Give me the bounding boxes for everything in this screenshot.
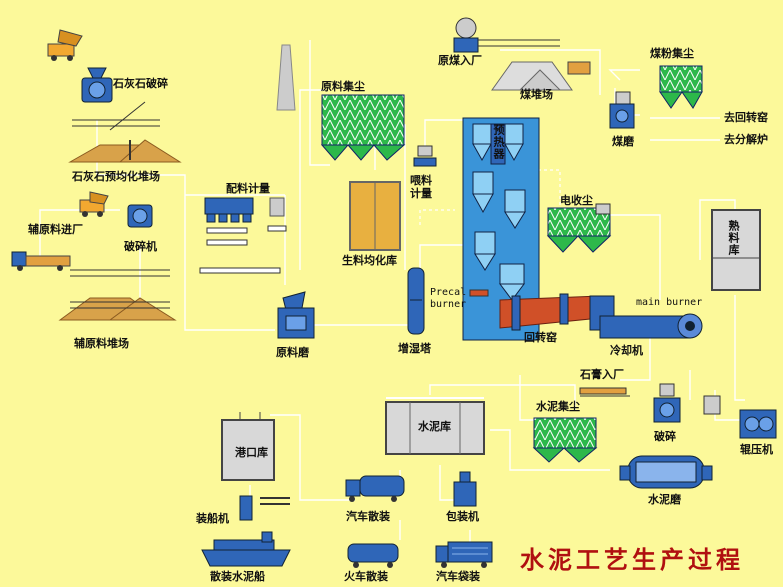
label-raw-homo: 生料均化库	[342, 254, 397, 267]
esp-icon	[546, 203, 612, 253]
packer-icon	[453, 471, 477, 507]
raw-mill-icon	[277, 291, 315, 339]
label-cement-mill: 水泥磨	[648, 493, 681, 506]
clinker-silo-icon	[711, 209, 761, 291]
label-main-burner: main burner	[636, 297, 703, 308]
label-cooler: 冷却机	[610, 344, 643, 357]
label-cement-dust: 水泥集尘	[536, 400, 580, 413]
cement-dust-collector-icon	[532, 417, 598, 463]
feed-bin-icon	[703, 395, 721, 415]
label-to-kiln: 去回转窑	[724, 111, 768, 124]
bag-truck-icon	[435, 541, 493, 568]
label-coal-mill: 煤磨	[612, 135, 634, 148]
bulk-ship-icon	[201, 531, 291, 567]
feed-meter-icon	[413, 145, 437, 167]
cooler-icon	[589, 295, 703, 339]
aux-pile-icon	[58, 297, 177, 321]
label-bulk-train: 火车散装	[344, 570, 388, 583]
aux-conveyor	[70, 269, 170, 277]
coal-train-icon	[453, 17, 560, 53]
label-kiln: 回转窑	[524, 331, 557, 344]
label-feed-meter-2: 计量	[410, 187, 432, 200]
diagram-title: 水泥工艺生产过程	[520, 545, 744, 574]
coal-yard-icon	[491, 61, 591, 91]
label-ship-loader: 装船机	[196, 512, 229, 525]
label-bag-truck: 汽车袋装	[436, 570, 480, 583]
label-aux-yard: 辅原料堆场	[74, 337, 129, 350]
label-cement-silo: 水泥库	[418, 420, 451, 433]
label-raw-mill: 原料磨	[276, 346, 309, 359]
label-crusher: 破碎机	[124, 240, 157, 253]
cement-mill-icon	[619, 455, 713, 489]
coal-dust-collector-icon	[659, 65, 703, 109]
label-aux-in: 辅原料进厂	[28, 223, 83, 236]
aux-crusher-icon	[127, 204, 153, 228]
label-bulk-ship: 散装水泥船	[210, 570, 265, 583]
raw-dust-collector-icon	[320, 94, 406, 161]
label-to-calciner: 去分解炉	[724, 133, 768, 146]
label-port-silo: 港口库	[235, 446, 268, 459]
label-preheater: 预热器	[492, 124, 505, 160]
aux-truck-icon	[79, 191, 109, 217]
coal-mill-icon	[609, 91, 635, 129]
limestone-crusher-icon	[81, 67, 113, 103]
gypsum-conveyor-icon	[579, 387, 630, 397]
label-coal-dust: 煤粉集尘	[650, 47, 694, 60]
label-bulk-truck: 汽车散装	[346, 510, 390, 523]
label-precal-2: burner	[430, 299, 467, 310]
label-esp: 电收尘	[560, 194, 593, 207]
label-limestone-crush: 石灰石破碎	[113, 77, 168, 90]
label-limestone-yard: 石灰石预均化堆场	[72, 170, 160, 183]
dump-truck-icon	[47, 29, 83, 61]
port-silo-icon	[221, 412, 275, 481]
label-raw-dust: 原料集尘	[321, 80, 365, 93]
limestone-pile-icon	[68, 139, 182, 163]
limestone-conveyor	[72, 101, 160, 131]
cement-silo-icon	[385, 397, 485, 455]
label-feed-meter-1: 喂料	[410, 174, 432, 187]
label-coal-in: 原煤入厂	[438, 54, 482, 67]
precal-burner-icon	[469, 289, 489, 297]
label-batch-meter: 配料计量	[226, 182, 270, 195]
ship-loader-icon	[239, 495, 290, 521]
label-crush2: 破碎	[654, 430, 676, 443]
label-coal-yard: 煤堆场	[520, 88, 553, 101]
label-gypsum-in: 石膏入厂	[580, 368, 624, 381]
label-packer: 包装机	[446, 510, 479, 523]
rotary-kiln-icon	[499, 293, 601, 331]
label-humid-tower: 增湿塔	[398, 342, 431, 355]
label-clinker-silo: 熟料库	[727, 220, 740, 256]
chimney-icon	[276, 44, 296, 111]
gypsum-crusher-icon	[653, 383, 681, 423]
batch-bins-icon	[199, 197, 287, 274]
label-precal-1: Precal	[430, 287, 467, 298]
humid-tower-icon	[407, 267, 425, 335]
truck-icon	[11, 251, 71, 271]
roller-press-icon	[739, 409, 777, 439]
bulk-truck-icon	[345, 475, 405, 502]
label-roller-press: 辊压机	[740, 443, 773, 456]
bulk-train-icon	[347, 543, 399, 568]
raw-homo-silo-icon	[349, 181, 401, 251]
